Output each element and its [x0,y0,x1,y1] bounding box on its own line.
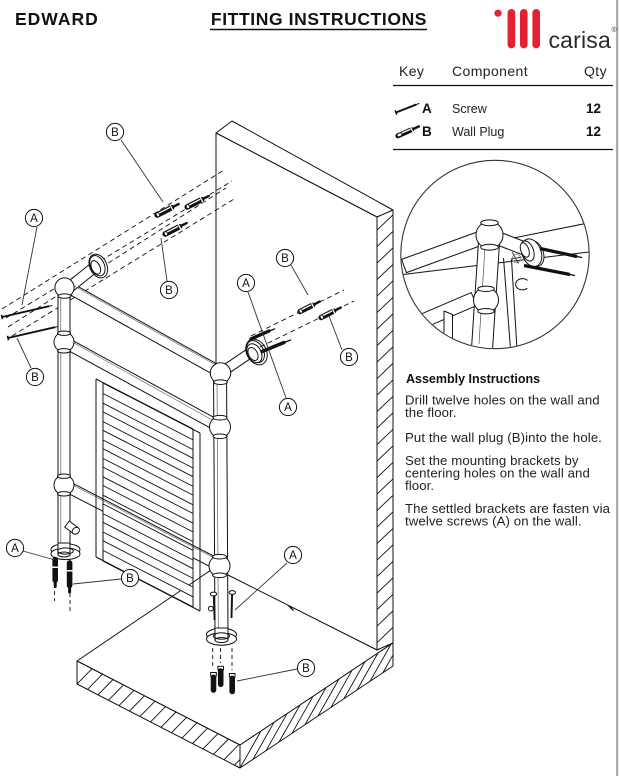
svg-text:the floor.: the floor. [405,405,457,420]
svg-text:A: A [242,278,250,290]
svg-text:12: 12 [586,101,601,116]
svg-text:A: A [422,101,432,116]
svg-text:Put the wall plug (B)into the: Put the wall plug (B)into the hole. [405,430,602,445]
svg-text:B: B [302,663,310,675]
svg-text:carisa: carisa [548,27,611,53]
svg-text:B: B [126,573,134,585]
svg-text:12: 12 [586,124,601,139]
svg-text:B: B [345,352,353,364]
svg-text:B: B [422,124,432,139]
svg-text:®: ® [612,26,618,34]
svg-text:A: A [284,402,292,414]
svg-text:twelve screws (A) on the wall.: twelve screws (A) on the wall. [405,514,582,529]
svg-text:floor.: floor. [405,478,434,493]
svg-text:Wall Plug: Wall Plug [452,125,504,139]
svg-text:B: B [281,253,289,265]
svg-text:A: A [30,213,38,225]
svg-text:Drill twelve holes on the wall: Drill twelve holes on the wall and [405,393,600,408]
svg-text:Set the mounting brackets by: Set the mounting brackets by [405,453,579,468]
svg-text:centering holes on the wall an: centering holes on the wall and [405,466,590,481]
svg-text:A: A [11,543,19,555]
svg-text:Qty: Qty [584,63,607,79]
svg-text:The settled brackets are faste: The settled brackets are fasten via [405,501,611,516]
svg-text:Assembly Instructions: Assembly Instructions [406,372,540,386]
svg-text:B: B [165,285,173,297]
svg-text:B: B [111,127,119,139]
svg-text:Screw: Screw [452,102,488,116]
svg-text:Key: Key [399,63,424,79]
svg-text:Component: Component [452,63,528,79]
svg-text:B: B [31,372,39,384]
svg-text:FITTING INSTRUCTIONS: FITTING INSTRUCTIONS [211,9,427,29]
svg-text:A: A [289,550,297,562]
svg-text:EDWARD: EDWARD [15,9,99,29]
